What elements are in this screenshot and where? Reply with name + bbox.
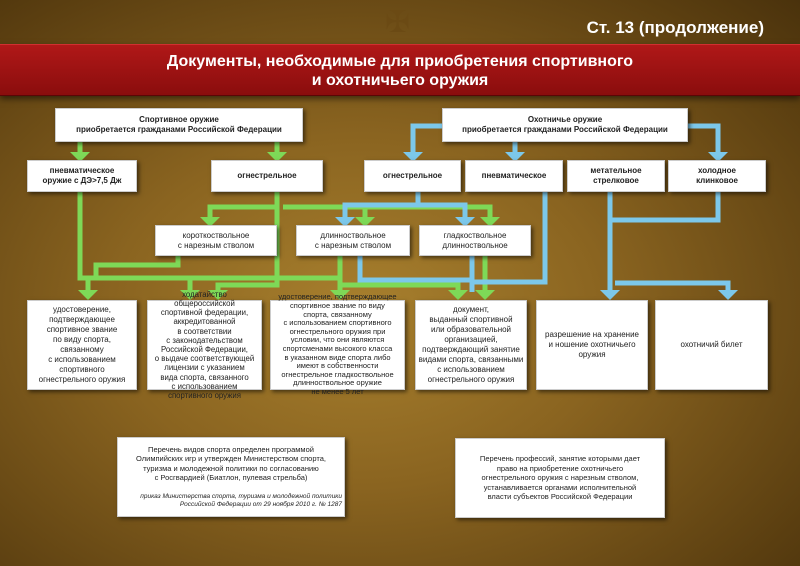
note-professions: Перечень профессий, занятие которыми дае… bbox=[455, 438, 665, 518]
emblem-icon: ✠ bbox=[385, 6, 411, 39]
note-text: Перечень профессий, занятие которыми дае… bbox=[479, 454, 641, 502]
hunt-arrows bbox=[335, 152, 738, 300]
hunt-cold-text: холодное клинковое bbox=[696, 166, 738, 185]
document-text: документ, выданный спортивной или образо… bbox=[418, 305, 524, 384]
hunt-lines bbox=[342, 123, 731, 292]
document-box: охотничий билет bbox=[655, 300, 768, 390]
long-rifled: длинноствольное с нарезным стволом bbox=[296, 225, 410, 256]
document-text: удостоверение, подтверждающее спортивное… bbox=[38, 305, 126, 384]
note-source: приказ Министерства спорта, туризма и мо… bbox=[140, 492, 342, 509]
note-text: Перечень видов спорта определен программ… bbox=[136, 444, 326, 483]
short-rifled: короткоствольное с нарезным стволом bbox=[155, 225, 277, 256]
hunt-pneumatic: пневматическое bbox=[465, 160, 563, 192]
document-text: удостоверение, подтверждающее спортивное… bbox=[278, 292, 397, 396]
hunt-firearm: огнестрельное bbox=[364, 160, 461, 192]
document-text: ходатайство общероссийской спортивной фе… bbox=[154, 289, 255, 401]
sport-root-text: Спортивное оружие приобретается граждана… bbox=[76, 115, 282, 134]
sport-arrows bbox=[70, 152, 500, 300]
hunt-cold: холодное клинковое bbox=[668, 160, 766, 192]
sport-pneumatic: пневматическое оружие с ДЭ>7,5 Дж bbox=[27, 160, 137, 192]
document-text: разрешение на хранение и ношение охотнич… bbox=[545, 330, 639, 359]
document-box: ходатайство общероссийской спортивной фе… bbox=[147, 290, 262, 400]
hunt-throwing-text: метательное стрелковое bbox=[590, 166, 642, 185]
hunt-firearm-text: огнестрельное bbox=[382, 171, 443, 180]
sport-weapon-root: Спортивное оружие приобретается граждана… bbox=[55, 108, 303, 142]
banner-title: Документы, необходимые для приобретения … bbox=[0, 44, 800, 96]
document-box: удостоверение, подтверждающее спортивное… bbox=[270, 293, 405, 396]
sport-firearm-text: огнестрельное bbox=[237, 171, 297, 180]
hunt-root-text: Охотничье оружие приобретается гражданам… bbox=[462, 115, 668, 134]
smooth-long: гладкоствольное длинноствольное bbox=[419, 225, 531, 256]
sport-firearm: огнестрельное bbox=[211, 160, 323, 192]
document-text: охотничий билет bbox=[680, 340, 743, 349]
page-label: Ст. 13 (продолжение) bbox=[586, 18, 764, 37]
hunt-throwing: метательное стрелковое bbox=[567, 160, 665, 192]
hunt-weapon-root: Охотничье оружие приобретается гражданам… bbox=[442, 108, 688, 142]
long-rifled-text: длинноствольное с нарезным стволом bbox=[314, 230, 392, 250]
title-text: Документы, необходимые для приобретения … bbox=[166, 53, 634, 89]
document-box: удостоверение, подтверждающее спортивное… bbox=[27, 300, 137, 390]
document-box: документ, выданный спортивной или образо… bbox=[415, 300, 527, 390]
smooth-long-text: гладкоствольное длинноствольное bbox=[442, 230, 508, 250]
hunt-pneumatic-text: пневматическое bbox=[481, 171, 547, 180]
short-rifled-text: короткоствольное с нарезным стволом bbox=[177, 230, 255, 250]
sport-pneumatic-text: пневматическое оружие с ДЭ>7,5 Дж bbox=[42, 166, 122, 185]
note-sports-list: Перечень видов спорта определен программ… bbox=[117, 437, 345, 517]
document-box: разрешение на хранение и ношение охотнич… bbox=[536, 300, 648, 390]
